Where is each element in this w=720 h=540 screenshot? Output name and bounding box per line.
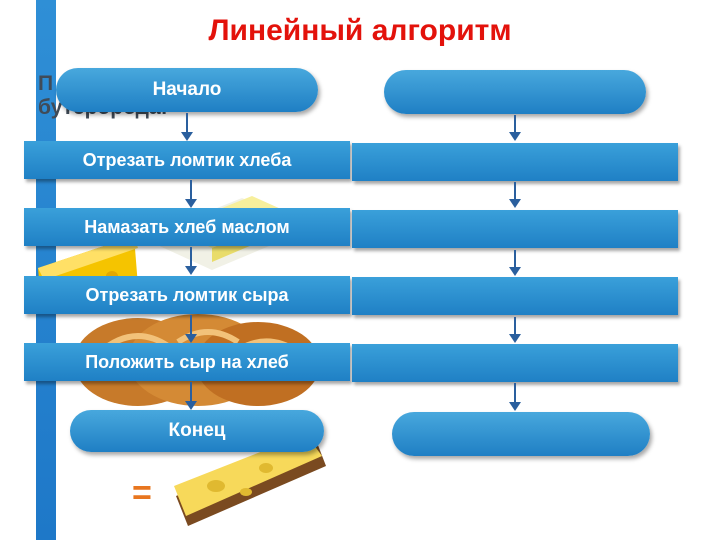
- right-arrow-2: [509, 182, 521, 208]
- page-title: Линейный алгоритм: [208, 14, 512, 47]
- left-step-3: Отрезать ломтик сыра: [24, 276, 350, 314]
- left-end-terminal: Конец: [70, 410, 324, 452]
- right-step-1: [352, 143, 678, 181]
- right-step-4: [352, 344, 678, 382]
- right-arrow-4: [509, 317, 521, 343]
- right-end-terminal: [392, 412, 650, 456]
- left-step-1: Отрезать ломтик хлеба: [24, 141, 350, 179]
- left-arrow-3: [185, 247, 197, 275]
- left-step-2: Намазать хлеб маслом: [24, 208, 350, 246]
- right-arrow-3: [509, 250, 521, 276]
- left-arrow-4: [185, 315, 197, 343]
- background-caption-line1: П: [38, 72, 54, 95]
- right-step-3: [352, 277, 678, 315]
- left-step-4: Положить сыр на хлеб: [24, 343, 350, 381]
- sandwich-image: [174, 434, 326, 526]
- right-arrow-5: [509, 383, 521, 411]
- right-step-2: [352, 210, 678, 248]
- right-arrow-1: [509, 115, 521, 141]
- left-arrow-2: [185, 180, 197, 208]
- left-arrow-5: [185, 382, 197, 410]
- left-arrow-1: [181, 113, 193, 141]
- left-start-terminal: Начало: [56, 68, 318, 112]
- right-start-terminal: [384, 70, 646, 114]
- equals-sign: =: [132, 474, 152, 512]
